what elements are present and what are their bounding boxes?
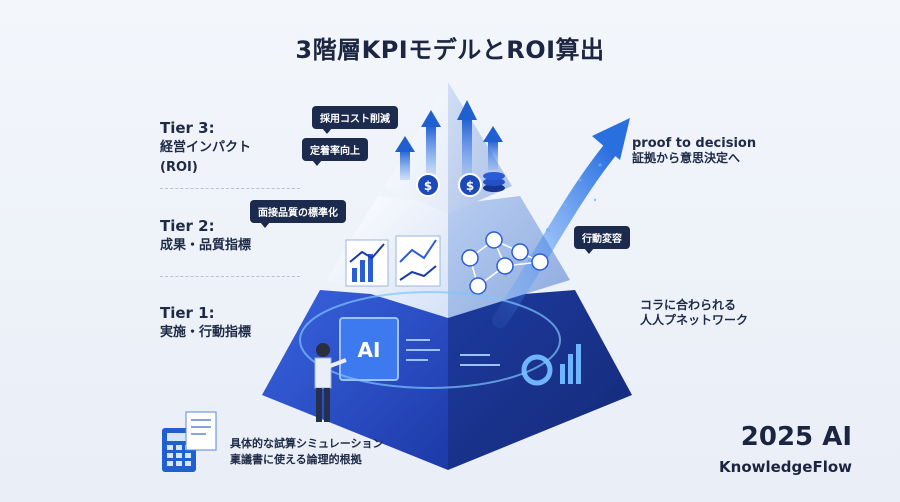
bubble-hiring-cost: 採用コスト削減 (312, 106, 398, 134)
svg-text:$: $ (466, 179, 474, 193)
tier-1-name: Tier 1: (160, 304, 215, 322)
simulation-note: 具体的な試算シミュレーション 稟議書に使える論理的根拠 (230, 436, 384, 468)
tier-3-right-face (448, 82, 512, 214)
tier-2-name: Tier 2: (160, 217, 215, 235)
bubble-retention: 定着率向上 (302, 138, 368, 166)
document-lines-icon (406, 339, 500, 366)
rising-arrow-head (592, 118, 630, 160)
proof-note: proof to decision 証拠から意思決定へ (632, 136, 756, 166)
tier-3-label: Tier 3: 経営インパクト (ROI) (160, 118, 251, 178)
network-note-line-1: コラに合わられる (640, 298, 737, 312)
proof-note-en: proof to decision (632, 136, 757, 151)
tier-1-label: Tier 1: 実施・行動指標 (160, 303, 251, 343)
network-note: コラに合わられる 人人プネットワーク (640, 298, 748, 328)
sparkle-dots (528, 163, 602, 257)
network-note-line-2: 人人プネットワーク (640, 313, 749, 327)
tier-2-line-1: 成果・品質指標 (160, 238, 252, 253)
tier-3-line-1: 経営インパクト (160, 140, 252, 155)
brand-year: 2025 AI (740, 422, 852, 452)
proof-note-jp: 証拠から意思決定へ (632, 151, 741, 165)
people-network-icon (461, 231, 549, 295)
ai-screen-icon: AI (339, 317, 399, 381)
tier-divider-2 (160, 276, 300, 277)
bubble-behavior-change: 行動変容 (574, 226, 630, 254)
tier-divider-1 (160, 188, 300, 189)
simulation-note-line-2: 稟議書に使える論理的根拠 (230, 453, 362, 466)
tier-3-name: Tier 3: (160, 119, 215, 137)
dashboard-icon (521, 344, 581, 386)
brand-name: KnowledgeFlow (719, 458, 852, 476)
tier-1-line-1: 実施・行動指標 (160, 325, 252, 340)
document-icon (185, 411, 217, 451)
tier-1-right-face (448, 290, 632, 470)
dollar-coin-icon: $ $ (416, 172, 505, 197)
growth-arrows-icon (395, 100, 503, 180)
page-title: 3階層KPIモデルとROI算出 (295, 36, 605, 64)
tier-3-line-2: (ROI) (160, 160, 198, 175)
ai-screen-label: AI (358, 338, 381, 362)
svg-text:$: $ (424, 179, 432, 193)
rising-arrow (492, 142, 618, 328)
person-icon (314, 343, 347, 422)
tier-3-left-face (385, 82, 448, 214)
chart-cards-icon (345, 235, 441, 287)
glow-ring (299, 291, 561, 389)
simulation-note-line-1: 具体的な試算シミュレーション (230, 437, 384, 450)
tier-2-label: Tier 2: 成果・品質指標 (160, 216, 251, 256)
bubble-interview-quality: 面接品質の標準化 (250, 200, 346, 228)
